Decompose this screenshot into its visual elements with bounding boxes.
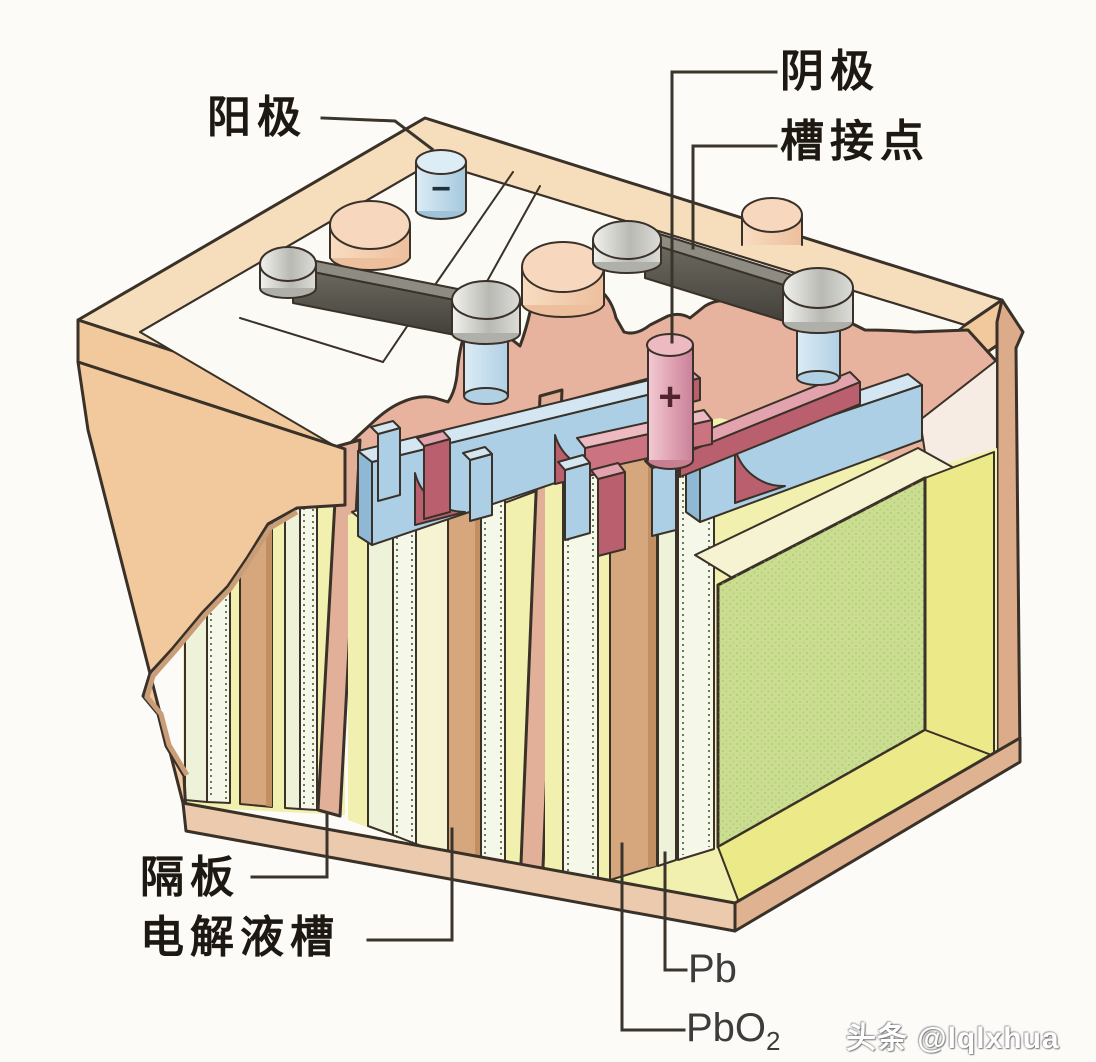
strap2-terminal-cap-right (782, 267, 854, 334)
positive-terminal: + (557, 333, 713, 557)
pb-label: Pb (688, 947, 737, 991)
busbar-cell2 (357, 367, 701, 546)
pbo2-label: PbO2 (686, 1006, 781, 1057)
cathode-leader-line (670, 70, 778, 344)
plate-lugs-cell2 (370, 420, 493, 522)
anode-label: 阳极 (207, 92, 307, 143)
watermark: 头条 @lqlxhua (846, 1022, 1060, 1055)
vent-plug-1 (329, 200, 411, 271)
separator-leader-line (250, 811, 329, 879)
plus-sign: + (658, 375, 681, 419)
vent-plug-2 (521, 241, 605, 318)
strap2-terminal-cap-left (592, 220, 662, 274)
case-left-wall (76, 360, 347, 817)
pbo2-label-base: PbO (686, 1006, 767, 1050)
cathode-label: 阴极 (780, 46, 880, 97)
pbo2-leader-line (620, 842, 686, 1032)
vent-plug-3 (741, 197, 803, 246)
leader-lines (250, 70, 778, 1032)
anode-leader-line (320, 116, 435, 152)
link-strap-1 (259, 246, 521, 345)
case-base (181, 736, 1022, 933)
pbo2-label-sub: 2 (766, 1026, 781, 1056)
pb-leader-line (663, 851, 688, 972)
vent-plugs (329, 197, 803, 318)
minus-sign: − (431, 170, 451, 208)
separator-label: 隔板 (140, 852, 240, 903)
strap1-terminal-cap-right (451, 280, 521, 345)
strap1-terminal-cap-left (259, 246, 317, 299)
cell-connector-label: 槽接点 (780, 116, 930, 167)
electrolyte-leader-line (366, 827, 454, 942)
electrolyte-tank-label: 电解液槽 (140, 912, 340, 963)
connector-leader-line (691, 144, 778, 250)
negative-terminal: − (415, 149, 467, 220)
case-right-wall (995, 298, 1025, 764)
busbar-cell3 (669, 371, 923, 523)
link-strap-2 (592, 220, 854, 334)
